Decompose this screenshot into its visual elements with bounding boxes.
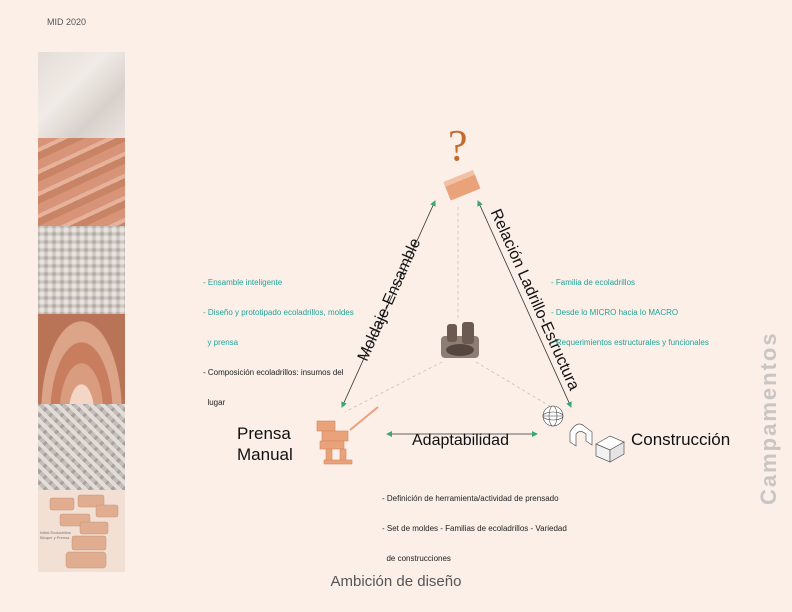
note-bottom: - Definición de herramienta/actividad de… bbox=[382, 474, 567, 574]
photo-brick-vault bbox=[38, 314, 125, 404]
note-line: - Requerimientos estructurales y funcion… bbox=[551, 338, 709, 347]
note-line: lugar bbox=[203, 398, 226, 407]
note-line: - Diseño y prototipado ecoladrillos, mol… bbox=[203, 308, 354, 317]
node-construccion: Construcción bbox=[631, 430, 731, 449]
edge-label-adaptabilidad: Adaptabilidad bbox=[412, 432, 509, 449]
sphere-icon bbox=[542, 405, 564, 427]
note-left: - Ensamble inteligente - Diseño y protot… bbox=[203, 258, 354, 418]
note-line: y prensa bbox=[203, 338, 239, 347]
edge-left-line bbox=[341, 200, 436, 408]
photo-credit-line: Initial Ecoladrillos bbox=[40, 530, 71, 535]
page-footer-title: Ambición de diseño bbox=[330, 573, 462, 590]
dashed-line-left bbox=[344, 361, 443, 413]
dashed-line-right bbox=[475, 361, 554, 409]
photo-credit-line: Bloque y Prensa bbox=[40, 535, 70, 540]
node-prensa-manual: Prensa Manual bbox=[237, 423, 293, 465]
node-label-line: Prensa bbox=[237, 424, 291, 443]
box-icon bbox=[595, 435, 625, 463]
photo-brick-facade bbox=[38, 138, 125, 226]
side-title: Campamentos bbox=[756, 331, 781, 505]
arch-icon bbox=[569, 423, 593, 447]
node-label-line: Manual bbox=[237, 445, 293, 464]
note-line: de construcciones bbox=[382, 554, 451, 563]
photo-lattice-wall bbox=[38, 226, 125, 314]
header-label: MID 2020 bbox=[47, 17, 87, 27]
photo-credit: Initial Ecoladrillos Bloque y Prensa bbox=[40, 530, 71, 540]
note-line: - Familia de ecoladrillos bbox=[551, 278, 636, 287]
note-line: - Ensamble inteligente bbox=[203, 278, 283, 287]
note-line: - Definición de herramienta/actividad de… bbox=[382, 494, 559, 503]
photo-woven-facade bbox=[38, 404, 125, 490]
photo-white-wall bbox=[38, 52, 125, 138]
question-mark-icon: ? bbox=[448, 121, 468, 170]
note-right: - Familia de ecoladrillos - Desde lo MIC… bbox=[551, 258, 709, 358]
edge-right-line bbox=[477, 200, 572, 408]
note-line: - Desde lo MICRO hacia lo MACRO bbox=[551, 308, 679, 317]
note-line: - Composición ecoladrillos: insumos del bbox=[203, 368, 344, 377]
note-line: - Set de moldes - Familias de ecoladrill… bbox=[382, 524, 567, 533]
